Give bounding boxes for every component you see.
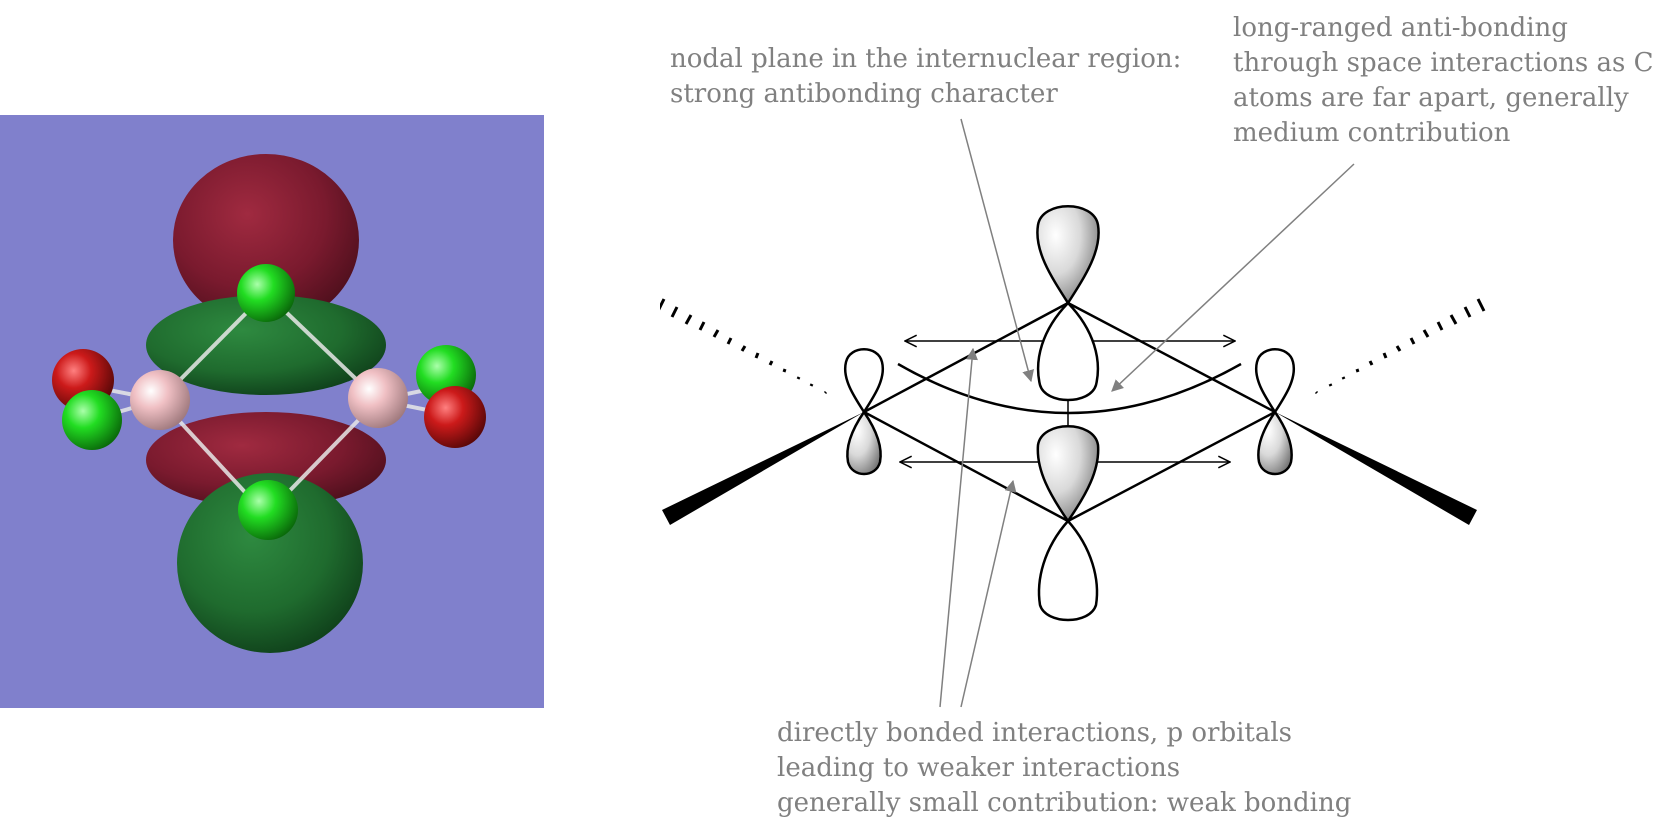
nodal-plane-annotation-line: nodal plane in the internuclear region: (670, 44, 1182, 74)
wedge-bond-right (1275, 412, 1477, 525)
bridging-cl-atom-bottom (238, 480, 298, 540)
left-p-orbital-open-lobe (843, 348, 885, 415)
direct-bonded-annotation-line: leading to weaker interactions (777, 753, 1181, 783)
terminal-cl-atom-left (62, 390, 122, 450)
long-ranged-annotation-line: atoms are far apart, generally (1233, 83, 1629, 113)
long-ranged-annotation: long-ranged anti-bonding through space i… (1233, 11, 1653, 151)
metal-atom-right (348, 368, 408, 428)
nodal-plane-annotation: nodal plane in the internuclear region: … (670, 42, 1181, 112)
top-red-lobe (173, 154, 359, 326)
long-ranged-annotation-line: long-ranged anti-bonding (1233, 13, 1568, 43)
right-p-orbital-shaded-lobe (1257, 409, 1293, 476)
orbital-scheme (660, 205, 1486, 622)
orbital-render (0, 115, 544, 708)
right-p-orbital-open-lobe (1254, 348, 1296, 415)
central-lower-p-orbital-shaded-lobe (1036, 425, 1100, 524)
central-lower-p-orbital-open-lobe (1037, 519, 1099, 622)
wedge-bond-left (662, 412, 864, 525)
long-ranged-annotation-line: through space interactions as Cl (1233, 48, 1653, 78)
direct-bonded-annotation-line: directly bonded interactions, p orbitals (777, 718, 1293, 748)
upper-green-lobe (146, 295, 386, 395)
metal-atom-left (130, 370, 190, 430)
hashed-bond-right (1314, 298, 1486, 395)
central-upper-p-orbital-open-lobe (1036, 301, 1100, 402)
direct-bonded-annotation: directly bonded interactions, p orbitals… (777, 716, 1351, 821)
hashed-bond-left (660, 298, 828, 395)
direct-bonded-annotation-line: generally small contribution: weak bondi… (777, 788, 1352, 818)
bridging-cl-atom-top (237, 264, 295, 322)
nodal-plane-annotation-line: strong antibonding character (670, 79, 1058, 109)
lower-red-lobe (146, 412, 386, 508)
long-ranged-annotation-line: medium contribution (1233, 118, 1511, 148)
central-upper-p-orbital-shaded-lobe (1036, 205, 1100, 306)
terminal-red-atom-right (424, 386, 486, 448)
bottom-green-lobe (177, 473, 363, 653)
left-p-orbital-shaded-lobe (846, 409, 882, 476)
